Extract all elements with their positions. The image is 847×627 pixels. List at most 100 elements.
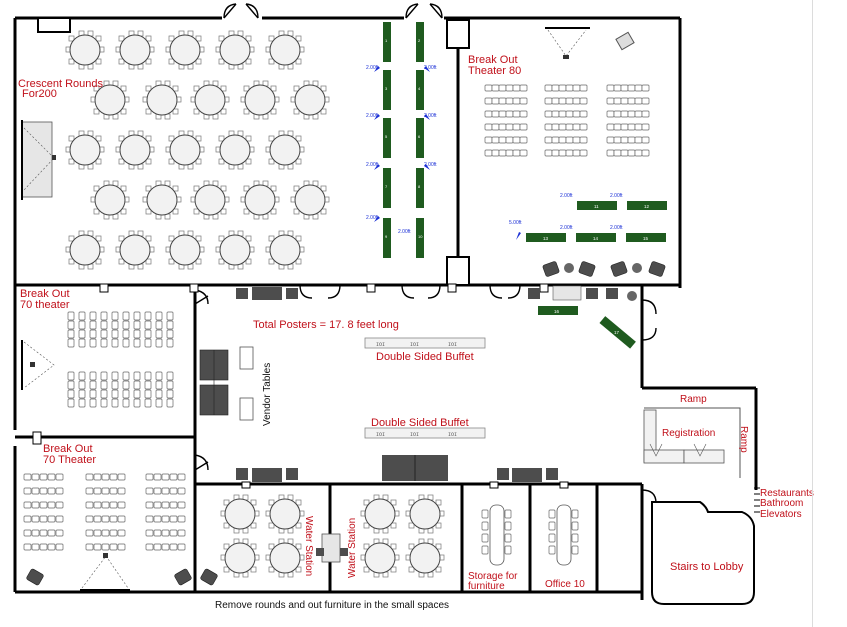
theater-chair (491, 136, 500, 144)
theater-chair (155, 389, 163, 399)
theater-chair (144, 311, 152, 321)
poster-board (538, 306, 578, 315)
theater-chair (161, 529, 170, 537)
theater-chair (177, 515, 186, 523)
poster-number: 13 (543, 236, 549, 241)
theater-chair (100, 371, 108, 381)
theater-chair (31, 515, 40, 523)
theater-chair (512, 110, 521, 118)
theater-chair (166, 398, 174, 408)
theater-chair (89, 311, 97, 321)
spacing-label: 2.00ft (366, 113, 379, 119)
theater-chair (166, 320, 174, 330)
stairs-label: Stairs to Lobby (670, 561, 744, 573)
theater-chair (78, 389, 86, 399)
theater-chair (579, 110, 588, 118)
theater-chair (47, 501, 56, 509)
theater-chair (31, 543, 40, 551)
theater-chair (505, 149, 514, 157)
theater-chair (505, 123, 514, 131)
theater-chair (606, 97, 615, 105)
poster-number: 12 (644, 204, 650, 209)
door-swing-icon (194, 3, 657, 504)
poster-number: 6 (418, 134, 421, 139)
theater-chair (491, 110, 500, 118)
theater-chair (78, 398, 86, 408)
theater-chair (620, 123, 629, 131)
spacing-label: 2.00ft (610, 225, 623, 231)
theater-chair (133, 320, 141, 330)
exit-label-elevators: Elevators (760, 509, 802, 520)
water-station-table (316, 533, 348, 563)
theater-chair (634, 149, 643, 157)
theater-chair (145, 473, 154, 481)
svg-text:IOI: IOI (376, 432, 385, 438)
theater-chair (133, 389, 141, 399)
theater-chair (558, 97, 567, 105)
breakout-80-label-line2: Theater 80 (468, 65, 521, 77)
theater-chair (100, 389, 108, 399)
theater-chair (47, 487, 56, 495)
exit-label-restaurants: Restaurants (760, 488, 814, 499)
theater-chair (155, 338, 163, 348)
theater-chair (111, 311, 119, 321)
theater-chair (544, 136, 553, 144)
theater-chair (166, 389, 174, 399)
theater-chair (111, 329, 119, 339)
poster-board (383, 22, 391, 62)
theater-chair (641, 149, 650, 157)
theater-chair (23, 473, 32, 481)
theater-chair (47, 543, 56, 551)
theater-chair (484, 84, 493, 92)
theater-chair (153, 529, 162, 537)
theater-chair (551, 84, 560, 92)
theater-chair (641, 110, 650, 118)
theater-chair (519, 84, 528, 92)
theater-chair (161, 487, 170, 495)
theater-chair (39, 501, 48, 509)
theater-chair (484, 97, 493, 105)
theater-chair (512, 123, 521, 131)
theater-chair (544, 149, 553, 157)
theater-chair (100, 329, 108, 339)
theater-chair (565, 149, 574, 157)
theater-chair (122, 320, 130, 330)
theater-chair (122, 371, 130, 381)
theater-chair (161, 473, 170, 481)
theater-chair (67, 320, 75, 330)
theater-chair (89, 380, 97, 390)
theater-chair (544, 110, 553, 118)
buffet-table-1: IOI IOI IOI (364, 337, 486, 349)
poster-number: 10 (418, 234, 423, 239)
spacing-label: 2.00ft (610, 193, 623, 199)
theater-chair (89, 338, 97, 348)
theater-chair (153, 487, 162, 495)
theater-chair (613, 136, 622, 144)
theater-chair (117, 501, 126, 509)
lounge-chair-icon (236, 285, 637, 482)
theater-chair (572, 149, 581, 157)
water-station-label-2: Water Station (347, 518, 358, 578)
poster-number: 8 (418, 184, 421, 189)
theater-chair (498, 149, 507, 157)
theater-chair (153, 543, 162, 551)
poster-number: 2 (418, 38, 421, 43)
theater-chair (606, 136, 615, 144)
crescent-label-line2: For200 (22, 88, 57, 100)
theater-chair (78, 329, 86, 339)
theater-chair (620, 136, 629, 144)
theater-chair (109, 487, 118, 495)
theater-chair (23, 515, 32, 523)
theater-chair (55, 487, 64, 495)
theater-chair (55, 529, 64, 537)
theater-chair (512, 97, 521, 105)
theater-chair (145, 501, 154, 509)
vendor-tables (199, 346, 254, 421)
theater-chair (144, 329, 152, 339)
poster-board (383, 118, 391, 158)
theater-chair (519, 136, 528, 144)
theater-chair (133, 398, 141, 408)
theater-chair (78, 320, 86, 330)
theater-chair (153, 515, 162, 523)
theater-chair (31, 473, 40, 481)
